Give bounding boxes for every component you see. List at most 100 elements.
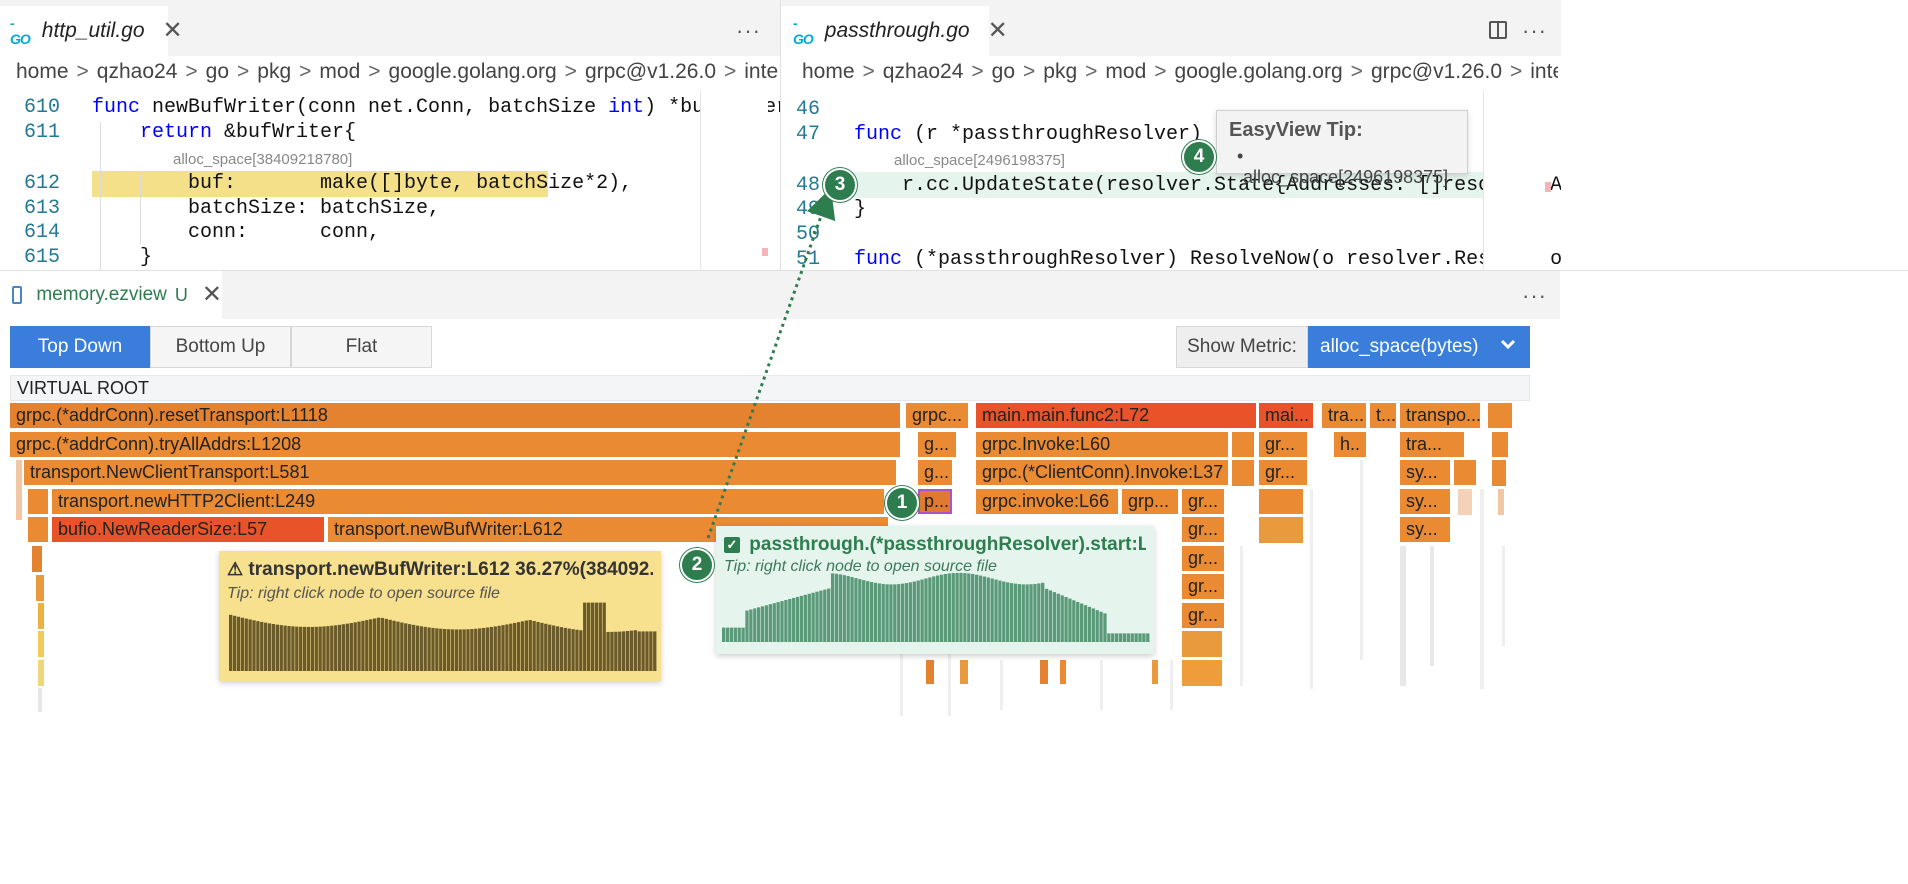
spark-bar	[583, 602, 587, 671]
code-line[interactable]: buf: make([]byte, batchSize*2),	[92, 172, 632, 195]
flame-node[interactable]: gr...	[1182, 603, 1224, 628]
breadcrumb-item[interactable]: google.golang.org	[388, 60, 557, 83]
breadcrumb-item[interactable]: grpc@v1.26.0	[584, 60, 716, 83]
code-line[interactable]: batchSize: batchSize,	[92, 197, 440, 220]
code-line[interactable]: conn: conn,	[92, 221, 380, 244]
flame-node[interactable]: sy...	[1400, 517, 1450, 542]
flame-node[interactable]: t...	[1370, 403, 1396, 428]
breadcrumb-item[interactable]: go	[205, 60, 229, 83]
flame-node[interactable]: gr...	[1182, 517, 1224, 542]
spark-bar	[372, 618, 377, 671]
spark-bar	[1076, 601, 1080, 642]
tab-memory-ezview[interactable]: memory.ezview U ✕	[0, 271, 222, 319]
flame-node[interactable]: gr...	[1259, 432, 1307, 457]
close-icon[interactable]: ✕	[162, 17, 183, 44]
breadcrumb-item[interactable]: go	[991, 60, 1015, 83]
spark-bar	[400, 622, 404, 671]
code-line[interactable]: }	[854, 198, 866, 221]
spark-bar	[267, 623, 272, 671]
flame-node[interactable]: grpc...	[906, 403, 968, 428]
breadcrumb-item[interactable]: qzhao24	[96, 60, 178, 83]
flame-node[interactable]: transport.newHTTP2Client:L249	[52, 489, 884, 514]
code-token: buf: make([]byte, batchSize*2),	[188, 172, 633, 195]
flame-node[interactable]: sy...	[1400, 489, 1450, 514]
spark-bar	[575, 629, 579, 671]
more-actions-icon[interactable]: ···	[1522, 283, 1547, 308]
flame-node[interactable]	[1259, 489, 1303, 514]
flame-node[interactable]: h..	[1334, 432, 1366, 457]
flame-node[interactable]	[28, 517, 48, 542]
go-file-icon: -GO	[10, 15, 31, 47]
spark-bar	[830, 573, 835, 642]
code-line[interactable]: }	[92, 246, 152, 269]
flame-tail	[1060, 660, 1066, 684]
flame-node[interactable]: transport.NewClientTransport:L581	[24, 460, 896, 485]
breadcrumb-item[interactable]: grpc@v1.26.0	[1370, 60, 1502, 83]
virtual-root-node[interactable]: VIRTUAL ROOT	[10, 375, 1530, 401]
flame-node[interactable]: grpc.Invoke:L60	[976, 432, 1228, 457]
flame-node[interactable]: grpc.(*addrConn).resetTransport:L1118	[10, 403, 900, 428]
flame-node[interactable]: grp...	[1122, 489, 1178, 514]
breadcrumb-item[interactable]: internal	[744, 60, 778, 83]
flame-node[interactable]: g...	[918, 460, 952, 485]
flame-node[interactable]: tra...	[1400, 432, 1464, 457]
flame-node[interactable]: main.main.func2:L72	[976, 403, 1256, 428]
spark-bar	[943, 573, 948, 642]
metric-select[interactable]: alloc_space(bytes)	[1308, 326, 1530, 368]
code-line[interactable]: return &bufWriter{	[92, 121, 356, 144]
flame-node[interactable]	[1232, 432, 1254, 457]
spark-bar	[474, 628, 478, 671]
breadcrumb-item[interactable]: internal	[1530, 60, 1558, 83]
line-number: 46	[796, 98, 821, 121]
flame-node[interactable]: bufio.NewReaderSize:L57	[52, 517, 324, 542]
breadcrumb-item[interactable]: pkg	[1043, 60, 1078, 83]
editor-divider[interactable]	[780, 0, 781, 270]
breadcrumb-item[interactable]: pkg	[257, 60, 292, 83]
flame-node[interactable]: tra...	[1322, 403, 1366, 428]
more-actions-icon[interactable]: ···	[736, 18, 761, 43]
flame-node[interactable]: grpc.(*ClientConn).Invoke:L37	[976, 460, 1228, 485]
breadcrumb-item[interactable]: home	[16, 60, 69, 83]
flame-tail	[1498, 489, 1504, 515]
spark-bar	[248, 619, 252, 671]
flame-node[interactable]: grpc.(*addrConn).tryAllAddrs:L1208	[10, 432, 900, 457]
breadcrumb-item[interactable]: mod	[1105, 60, 1147, 83]
flame-node[interactable]: grpc.invoke:L66	[976, 489, 1118, 514]
flame-node[interactable]: gr...	[1182, 574, 1224, 599]
flame-node[interactable]	[1492, 432, 1508, 457]
spark-bar	[792, 597, 796, 642]
flame-node[interactable]: transpo...	[1400, 403, 1480, 428]
breadcrumb-item[interactable]: home	[802, 60, 855, 83]
flame-tail	[32, 546, 42, 572]
spark-bar	[586, 602, 591, 671]
flame-node[interactable]: sy...	[1400, 460, 1450, 485]
spark-bar	[725, 627, 730, 642]
close-icon[interactable]: ✕	[201, 281, 222, 308]
flame-node[interactable]: gr...	[1182, 489, 1224, 514]
flat-button[interactable]: Flat	[291, 326, 432, 368]
code-lens[interactable]: alloc_space[38409218780]	[173, 151, 353, 168]
flame-node[interactable]: g...	[918, 432, 956, 457]
breadcrumb-item[interactable]: google.golang.org	[1174, 60, 1343, 83]
flame-node[interactable]	[1454, 460, 1476, 485]
top-down-button[interactable]: Top Down	[10, 326, 150, 368]
flame-node[interactable]	[1488, 403, 1512, 428]
tab-passthrough[interactable]: -GO passthrough.go ✕	[781, 6, 1008, 56]
tab-http-util[interactable]: -GO http_util.go ✕	[0, 6, 183, 56]
bottom-up-button[interactable]: Bottom Up	[150, 326, 291, 368]
spark-bar	[540, 622, 544, 671]
spark-bar	[928, 577, 932, 642]
breadcrumb-item[interactable]: qzhao24	[882, 60, 964, 83]
spark-bar	[481, 627, 486, 671]
split-editor-icon[interactable]	[1489, 21, 1507, 39]
flame-node[interactable]: mai...	[1259, 403, 1313, 428]
close-icon[interactable]: ✕	[987, 17, 1008, 44]
flame-tail	[38, 688, 42, 712]
breadcrumb-item[interactable]: mod	[319, 60, 361, 83]
flame-node[interactable]: p...	[918, 489, 952, 514]
flame-node[interactable]: gr...	[1182, 546, 1224, 571]
flame-node[interactable]: gr...	[1259, 460, 1307, 485]
flame-node[interactable]	[28, 489, 48, 514]
more-actions-icon[interactable]: ···	[1522, 18, 1547, 43]
code-lens[interactable]: alloc_space[2496198375]	[894, 152, 1065, 169]
